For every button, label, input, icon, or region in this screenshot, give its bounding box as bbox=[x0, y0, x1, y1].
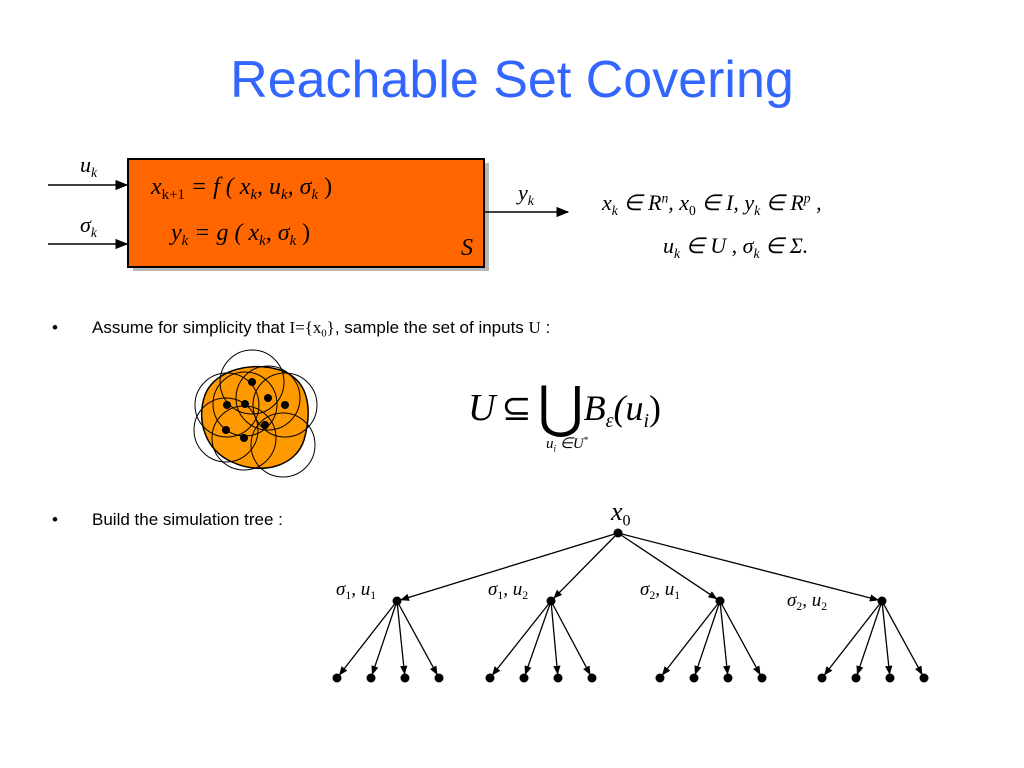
tree-leaf-node bbox=[434, 673, 444, 683]
output-y-label: yk bbox=[518, 180, 534, 208]
slide-title: Reachable Set Covering bbox=[230, 51, 794, 109]
sample-point bbox=[281, 401, 289, 409]
epsilon-ball bbox=[194, 372, 260, 438]
tree-root-label: x0 bbox=[611, 497, 631, 530]
tree-child-label-2: σ1, u2 bbox=[488, 579, 529, 603]
epsilon-ball bbox=[250, 412, 316, 478]
sample-point bbox=[241, 400, 249, 408]
tree-edge bbox=[371, 600, 398, 676]
epsilon-ball bbox=[252, 372, 318, 438]
sample-point bbox=[222, 426, 230, 434]
tree-edge bbox=[881, 600, 923, 676]
input-u-label: uk bbox=[80, 152, 98, 180]
union-index: ui ∈U* bbox=[546, 435, 589, 455]
bullet-assume-simplicity: •Assume for simplicity that I={x0}, samp… bbox=[52, 318, 551, 340]
bullet-marker: • bbox=[52, 318, 58, 337]
tree-leaf-node bbox=[553, 673, 563, 683]
covering-formula: U⊆⋃Bε(ui) bbox=[468, 377, 662, 439]
state-equation: xk+1 = f ( xk, uk, σk ) bbox=[151, 174, 333, 204]
tree-edge bbox=[856, 600, 883, 676]
tree-edge bbox=[550, 600, 591, 676]
tree-edge bbox=[396, 600, 438, 676]
tree-edge bbox=[550, 600, 561, 675]
tree-child-label-4: σ2, u2 bbox=[787, 590, 828, 614]
output-equation: yk = g ( xk, σk ) bbox=[171, 220, 311, 250]
tree-leaf-node bbox=[723, 673, 733, 683]
tree-edge bbox=[553, 532, 619, 599]
tree-leaf-node bbox=[689, 673, 699, 683]
tree-edge bbox=[491, 600, 552, 676]
tree-leaf-node bbox=[485, 673, 495, 683]
tree-edge bbox=[396, 600, 408, 675]
tree-edge bbox=[399, 532, 619, 601]
tree-leaf-node bbox=[587, 673, 597, 683]
tree-leaf-node bbox=[366, 673, 376, 683]
sample-point bbox=[261, 421, 269, 429]
tree-edge bbox=[719, 600, 731, 675]
tree-leaf-node bbox=[400, 673, 410, 683]
epsilon-ball bbox=[235, 365, 301, 431]
tree-edge bbox=[617, 532, 880, 602]
tree-edge bbox=[823, 600, 883, 676]
tree-leaf-node bbox=[655, 673, 665, 683]
input-sigma-label: σk bbox=[80, 212, 97, 240]
tree-leaf-node bbox=[757, 673, 767, 683]
sample-point bbox=[264, 394, 272, 402]
domain-definitions-line2: uk ∈ U , σk ∈ Σ. bbox=[663, 233, 809, 261]
system-name: S bbox=[461, 235, 473, 261]
tree-edge bbox=[694, 600, 721, 676]
tree-edge bbox=[881, 600, 893, 675]
bullet-build-tree: •Build the simulation tree : bbox=[52, 510, 283, 529]
epsilon-ball bbox=[193, 397, 259, 463]
tree-edge bbox=[661, 600, 721, 676]
tree-edge bbox=[617, 532, 718, 600]
tree-leaf-node bbox=[919, 673, 929, 683]
tree-leaf-node bbox=[851, 673, 861, 683]
tree-child-label-1: σ1, u1 bbox=[336, 579, 377, 603]
tree-leaf-node bbox=[332, 673, 342, 683]
sample-point bbox=[248, 378, 256, 386]
system-box: xk+1 = f ( xk, uk, σk ) yk = g ( xk, σk … bbox=[127, 158, 485, 268]
domain-definitions-line1: xk ∈ Rn, x0 ∈ I, yk ∈ Rp , bbox=[602, 190, 822, 218]
tree-edge bbox=[524, 600, 552, 676]
tree-child-label-3: σ2, u1 bbox=[640, 579, 681, 603]
epsilon-ball bbox=[219, 349, 285, 415]
sample-point bbox=[223, 401, 231, 409]
tree-leaf-node bbox=[885, 673, 895, 683]
tree-edge bbox=[338, 600, 398, 676]
sample-point bbox=[240, 434, 248, 442]
tree-leaf-node bbox=[519, 673, 529, 683]
tree-edge bbox=[719, 600, 761, 676]
bullet-marker: • bbox=[52, 510, 58, 529]
tree-leaf-node bbox=[817, 673, 827, 683]
